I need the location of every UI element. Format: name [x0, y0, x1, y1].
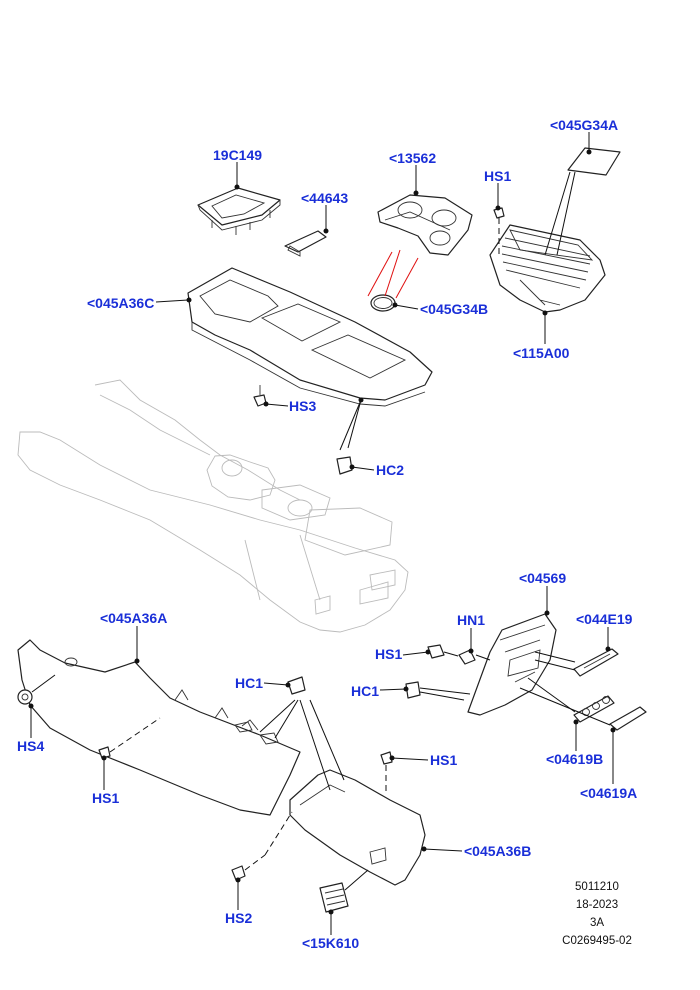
switch-block-a-part — [519, 687, 647, 731]
label-44643: <44643 — [301, 190, 348, 206]
hs1-right-screw-part — [380, 751, 393, 795]
storage-mat-part — [567, 147, 621, 176]
callout-leaders — [28, 132, 616, 935]
console-body-reference — [17, 379, 409, 633]
label-04569: <04569 — [519, 570, 566, 586]
label-hs4: HS4 — [17, 738, 44, 754]
footer-line-2: 18-2023 — [576, 899, 618, 911]
switch-block-b-part — [527, 677, 615, 723]
label-hn1: HN1 — [457, 612, 485, 628]
label-045g34a: <045G34A — [550, 117, 618, 133]
footer-line-4: C0269495-02 — [562, 935, 632, 947]
label-hc1-b: HC1 — [351, 683, 379, 699]
hc2-clip-part — [336, 456, 353, 475]
hs4-fastener-part — [17, 674, 56, 705]
hc1-clip-parts — [287, 676, 471, 701]
label-045a36a: <045A36A — [100, 610, 167, 626]
cupholder-part — [377, 194, 473, 256]
storage-bin-part — [489, 171, 606, 313]
cupholder-ring-part — [367, 249, 419, 312]
label-hc1-a: HC1 — [235, 675, 263, 691]
hs2-screw-part — [231, 811, 293, 881]
label-044e19: <044E19 — [576, 611, 633, 627]
label-hs2: HS2 — [225, 910, 252, 926]
label-045a36c: <045A36C — [87, 295, 154, 311]
label-hs1-left: HS1 — [92, 790, 119, 806]
footer-line-1: 5011210 — [575, 881, 619, 893]
label-hs1-right: HS1 — [430, 752, 457, 768]
switch-panel-part — [284, 230, 327, 257]
footer-line-3: 3A — [590, 917, 604, 929]
part-labels: 19C149 <13562 <045G34A HS1 <44643 <045A3… — [17, 117, 637, 951]
hs1-left-screw-part — [98, 717, 161, 759]
label-04619a: <04619A — [580, 785, 637, 801]
label-13562: <13562 — [389, 150, 436, 166]
label-045a36b: <045A36B — [464, 843, 531, 859]
switch-strip-part — [534, 648, 619, 677]
shifter-bezel-part — [197, 187, 281, 235]
label-hs1-mid: HS1 — [375, 646, 402, 662]
label-045g34b: <045G34B — [420, 301, 488, 317]
hs1-mid-screw-part — [427, 644, 459, 659]
left-side-trim-part — [17, 639, 301, 816]
label-hc2: HC2 — [376, 462, 404, 478]
right-side-trim-part — [289, 699, 426, 886]
label-19c149: 19C149 — [213, 147, 262, 163]
upper-console-trim-part — [187, 267, 433, 407]
lower-center-trim-part — [467, 613, 557, 716]
label-04619b: <04619B — [546, 751, 603, 767]
label-115a00: <115A00 — [513, 345, 570, 361]
reference-footer: 5011210 18-2023 3A C0269495-02 — [562, 881, 632, 947]
vent-part — [319, 869, 369, 913]
label-hs1-top: HS1 — [484, 168, 511, 184]
label-15k610: <15K610 — [302, 935, 359, 951]
label-hs3: HS3 — [289, 398, 316, 414]
hn1-nut-part — [458, 649, 491, 665]
